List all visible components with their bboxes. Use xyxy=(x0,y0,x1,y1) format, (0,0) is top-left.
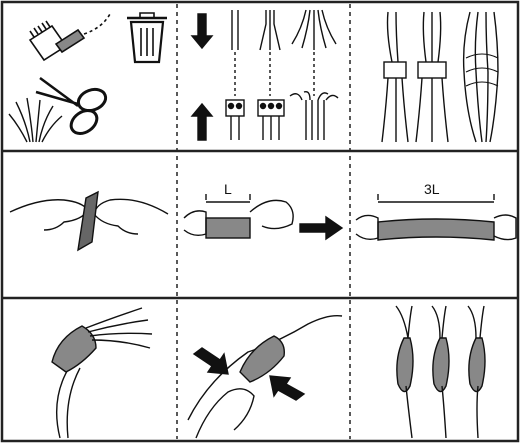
arrow-up-icon xyxy=(192,104,212,140)
bundle-3 xyxy=(464,12,498,142)
panel-stretch-tape: 3L xyxy=(356,181,516,240)
press-hand xyxy=(196,389,254,438)
connector-2-icon xyxy=(226,100,244,140)
trash-can-icon xyxy=(127,13,167,62)
finished-wrap-1 xyxy=(396,306,413,438)
left-hand xyxy=(10,200,88,230)
left-hand-3l xyxy=(356,215,378,239)
tape-strip-stretched xyxy=(378,219,494,240)
right-hand xyxy=(94,199,168,234)
right-hand-l xyxy=(250,200,293,228)
bundle-1 xyxy=(382,12,408,142)
panel-wrap-start xyxy=(52,308,152,438)
connector-multi-icon xyxy=(290,92,338,140)
panel-tools-cleanup xyxy=(9,13,167,142)
arrow-press-right-icon xyxy=(270,376,304,400)
panel-finished-wraps xyxy=(396,306,485,438)
scissors-icon xyxy=(36,78,109,138)
panel-peel-tape xyxy=(10,192,168,250)
press-wrap-bundle xyxy=(240,336,284,382)
tape-length-label: L xyxy=(224,181,232,197)
wrap-start-bundle xyxy=(52,326,96,372)
brush-icon xyxy=(30,14,110,60)
arrow-down-icon xyxy=(192,14,212,48)
connector-3-icon xyxy=(258,100,284,140)
stretched-length-label: 3L xyxy=(424,181,440,197)
wire-fan-top xyxy=(292,10,336,50)
wire-triple-top xyxy=(260,10,280,50)
arrow-press-left-icon xyxy=(194,348,228,374)
left-hand-l xyxy=(184,211,206,235)
finished-wrap-2 xyxy=(432,306,449,438)
tape-strip-short xyxy=(206,218,250,238)
panel-tape-length: L xyxy=(184,181,342,239)
bundle-2 xyxy=(416,12,448,142)
wire-pair-top xyxy=(232,10,238,50)
right-hand-3l xyxy=(494,215,516,240)
wire-ends-icon xyxy=(9,98,62,142)
panel-connected-bundles xyxy=(382,12,498,142)
tape-piece xyxy=(78,192,98,250)
arrow-right-icon xyxy=(300,217,342,239)
finished-wrap-3 xyxy=(468,306,485,438)
panel-insert-wires xyxy=(192,10,338,140)
panel-press-wrap xyxy=(188,316,342,438)
